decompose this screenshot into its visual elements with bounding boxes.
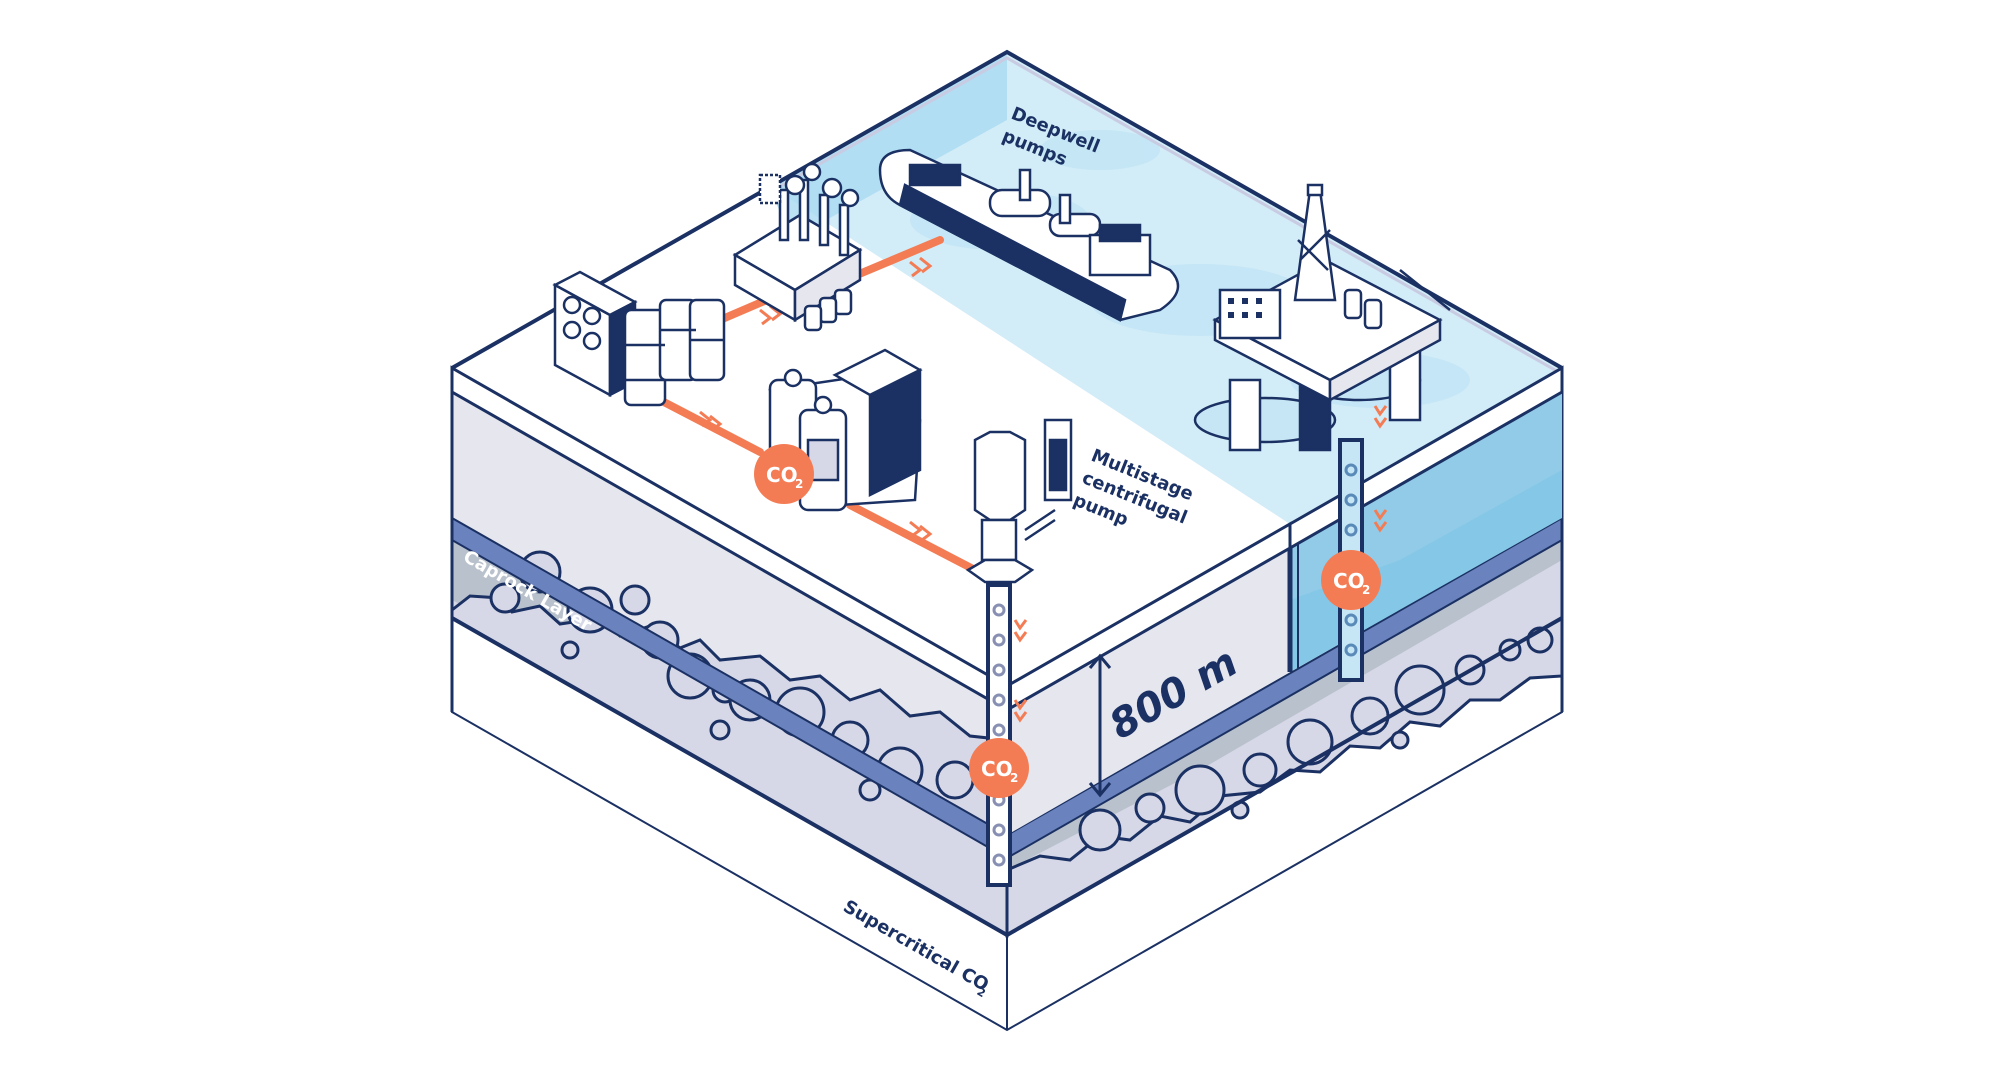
co2-badge: CO 2 [969, 738, 1029, 798]
ship-icon [878, 148, 1180, 322]
cooler-icon [552, 270, 638, 398]
svg-text:2: 2 [1362, 583, 1370, 597]
reservoir-surface-left [450, 594, 1009, 938]
well-pipe-icon [986, 583, 1012, 887]
co2-badge: CO 2 [1321, 550, 1381, 610]
factory-icon [732, 162, 863, 332]
svg-text:2: 2 [795, 477, 803, 491]
svg-text:2: 2 [1010, 771, 1018, 785]
depth-arrow [1088, 653, 1112, 798]
co2-badge: CO 2 [754, 444, 814, 504]
oil-rig-icon [1193, 183, 1451, 452]
injection-pump-icon [965, 418, 1073, 584]
svg-text:CO: CO [981, 757, 1013, 781]
reservoir-bubbles-right [1078, 626, 1554, 852]
flow-chevron-icon [699, 256, 1388, 723]
svg-text:CO: CO [1333, 569, 1365, 593]
storage-tanks-icon [623, 298, 726, 407]
svg-text:CO: CO [766, 463, 798, 487]
